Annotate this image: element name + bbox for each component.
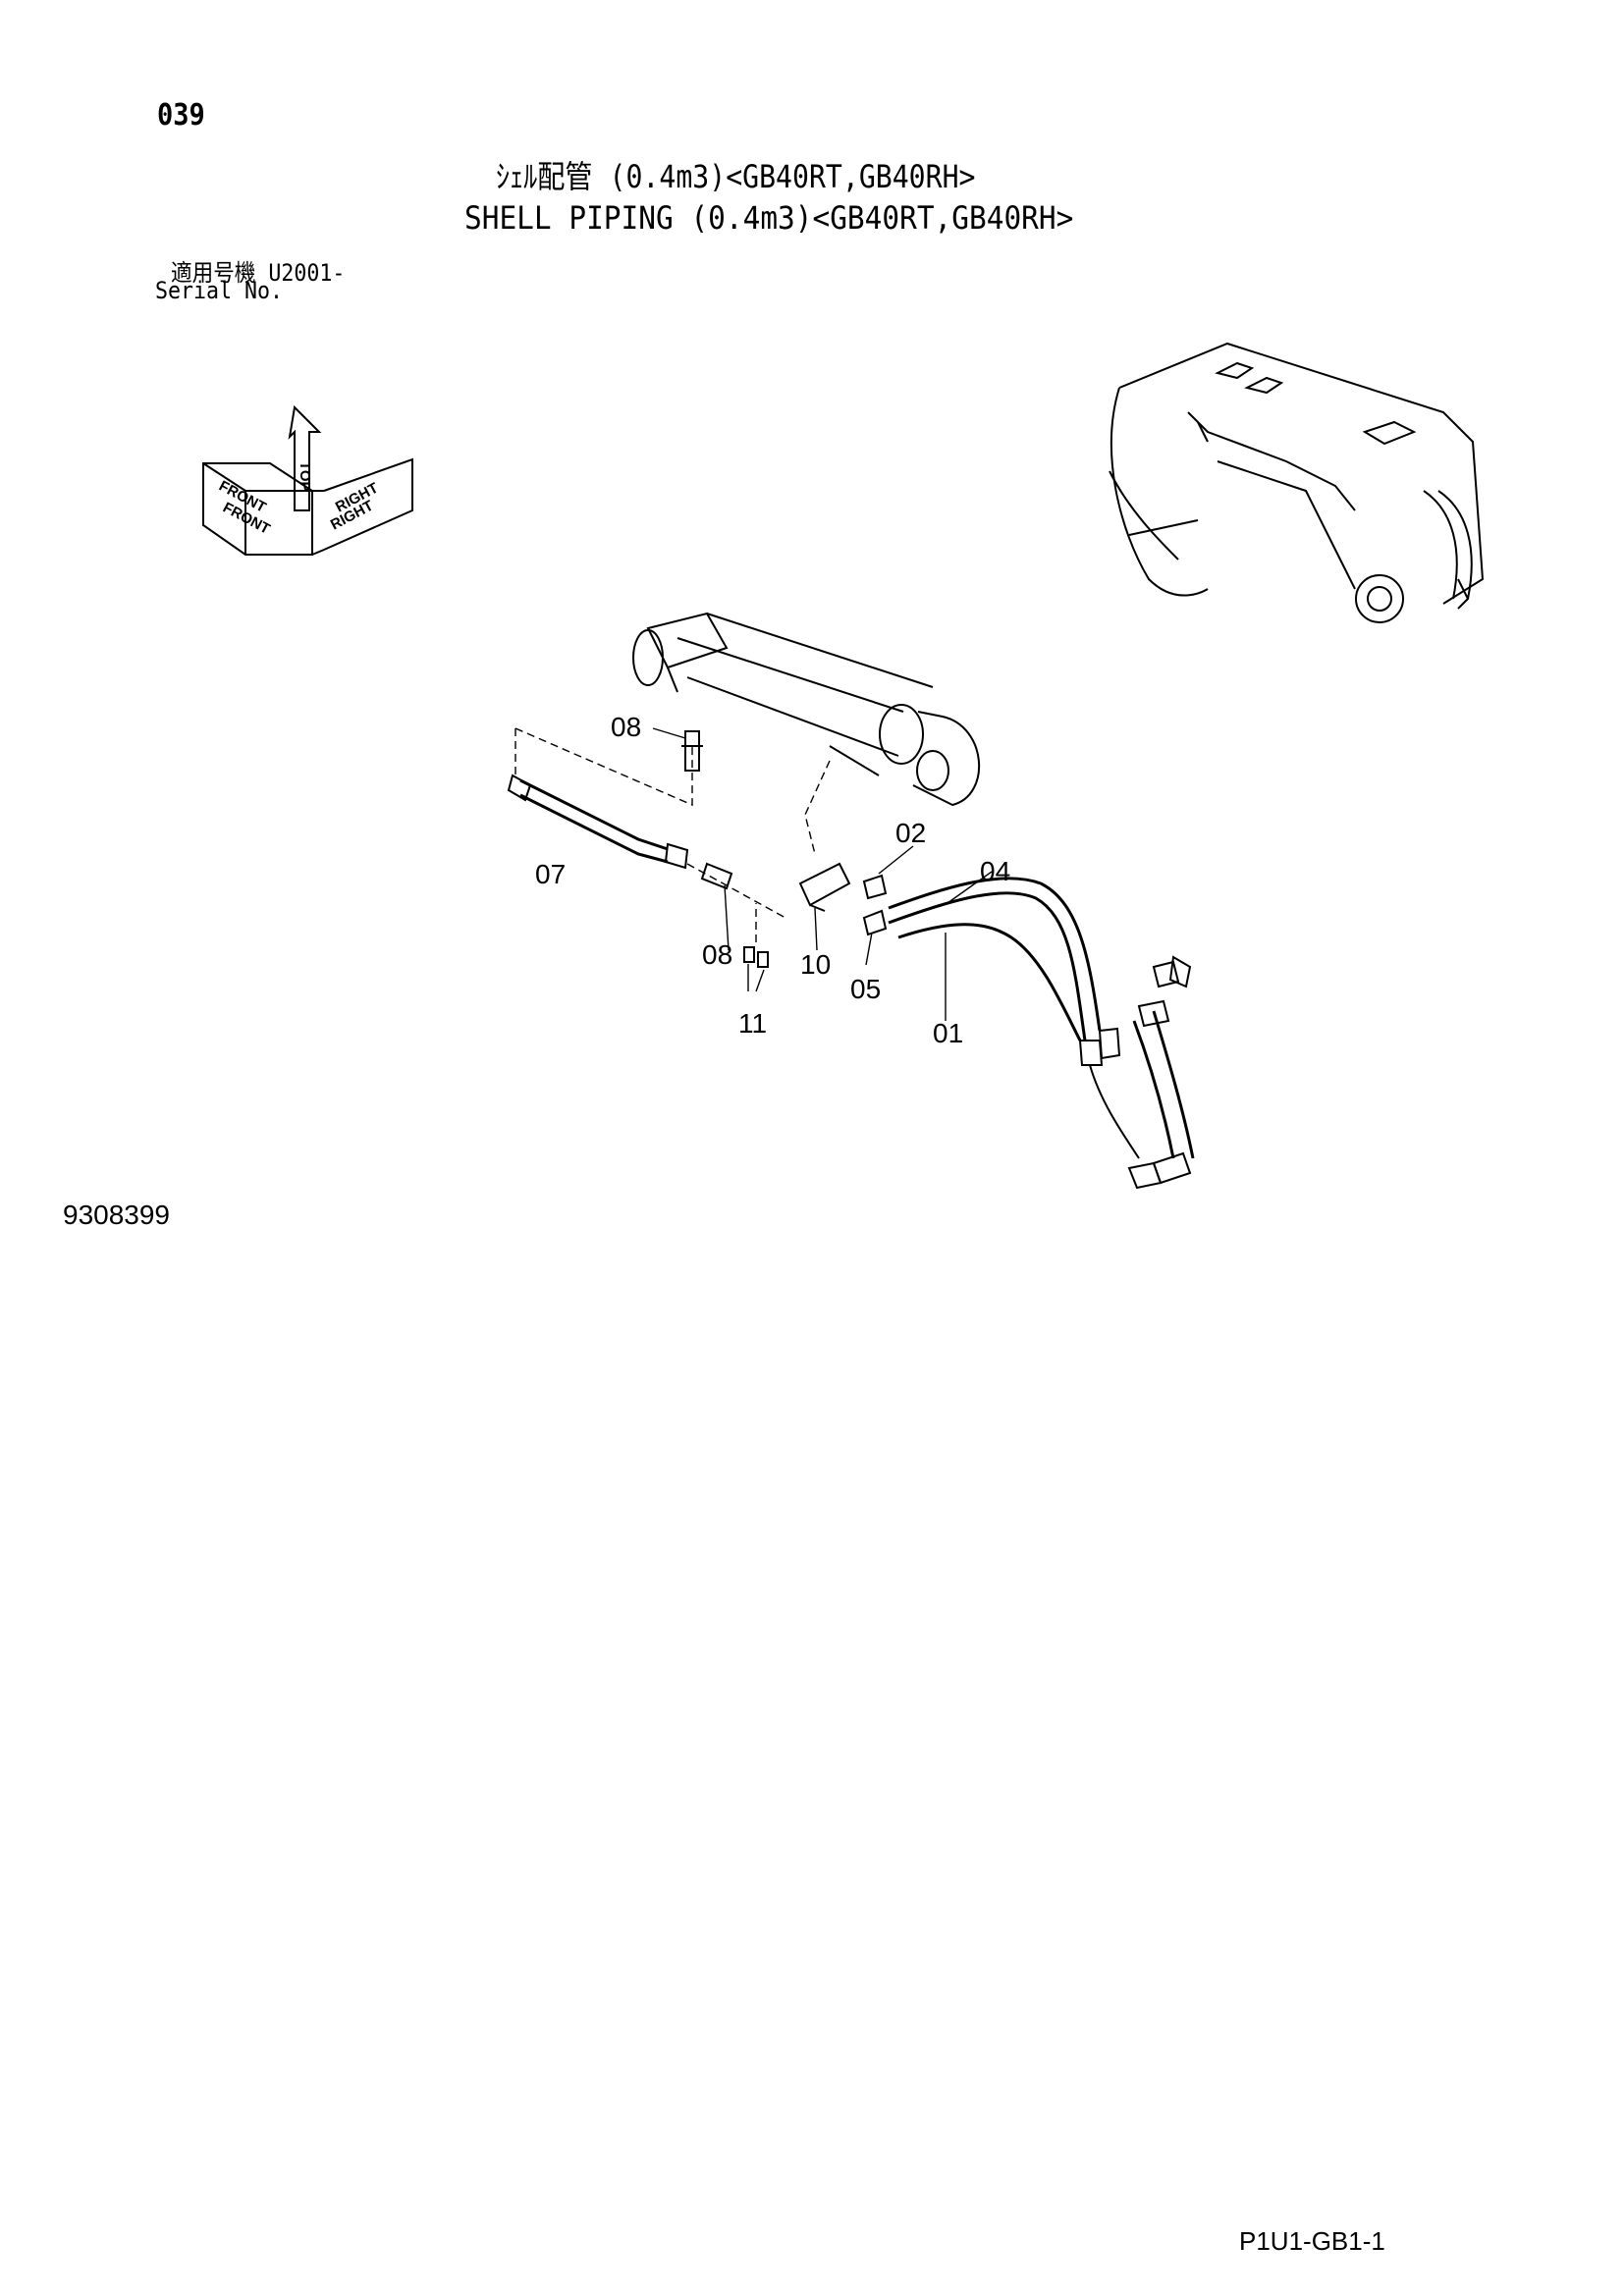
leader-lines — [652, 727, 993, 1021]
callout-08-upper: 08 — [611, 712, 641, 742]
hose-07-drawing — [507, 774, 689, 870]
callout-11: 11 — [738, 1008, 767, 1039]
cylinder-drawing — [632, 612, 981, 807]
drawing-number: 9308399 — [63, 1200, 171, 1230]
callout-08-lower: 08 — [702, 939, 732, 970]
page-code: P1U1-GB1-1 — [1239, 2226, 1385, 2256]
orientation-label-top: TOP — [297, 461, 313, 492]
bolts-11 — [743, 946, 769, 968]
serial-label-japanese: 適用号機 U2001- — [171, 259, 346, 287]
callout-04: 04 — [980, 856, 1010, 886]
bucket-overview-drawing — [1109, 342, 1485, 623]
orientation-icon — [202, 404, 413, 556]
page-number: 039 — [157, 98, 205, 133]
callout-05: 05 — [850, 974, 881, 1004]
hoses-01-04-drawing — [888, 877, 1195, 1190]
callout-10: 10 — [800, 949, 831, 980]
fitting-08-lower — [700, 862, 733, 890]
callout-07: 07 — [535, 859, 566, 889]
dashed-leaders — [514, 727, 831, 942]
callout-01: 01 — [933, 1018, 963, 1048]
title-english: SHELL PIPING (0.4m3)<GB40RT,GB40RH> — [464, 199, 1074, 237]
block-10 — [798, 862, 851, 912]
serial-label-english: Serial No. — [155, 277, 284, 304]
fitting-08-upper — [681, 730, 703, 772]
fitting-05 — [862, 909, 888, 936]
fitting-02 — [862, 874, 888, 900]
callout-02: 02 — [895, 818, 926, 848]
title-japanese: ｼｪﾙ配管 (0.4m3)<GB40RT,GB40RH> — [496, 158, 976, 195]
